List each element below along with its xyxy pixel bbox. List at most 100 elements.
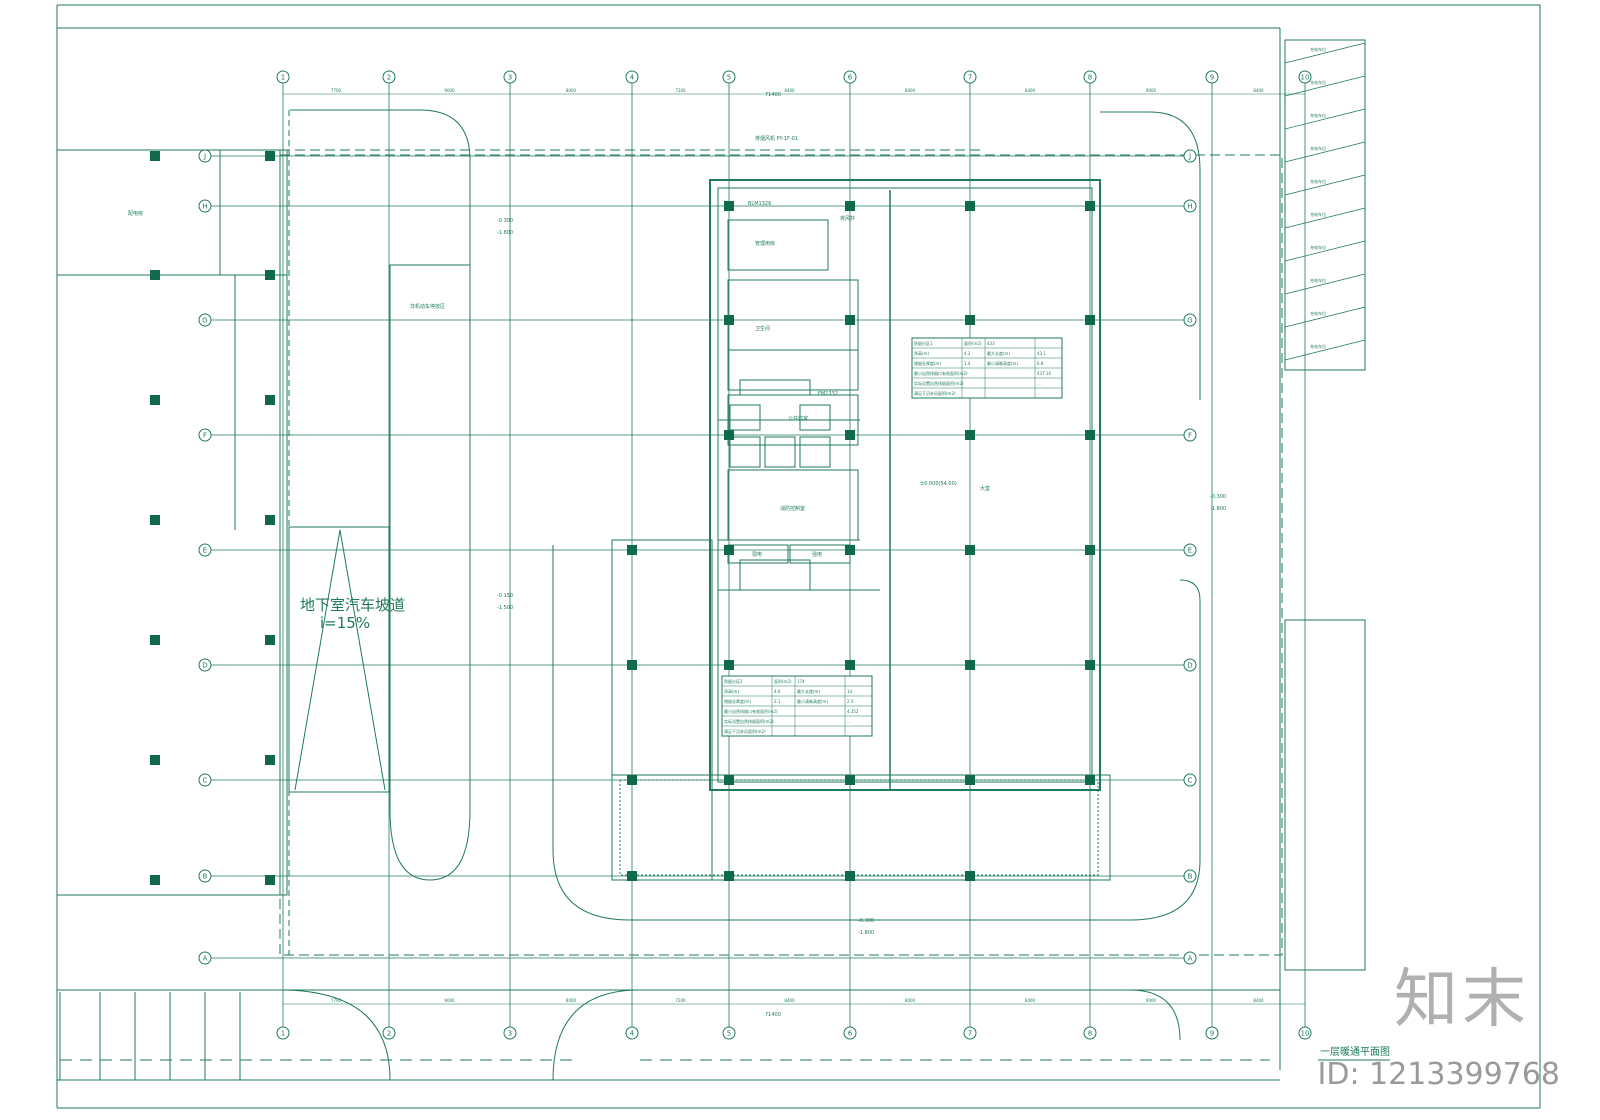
grid-bubble-bot-9 <box>1205 1026 1219 1040</box>
smoke-table-b-cell-2-3: 2.5 <box>847 699 854 704</box>
grid-label-bot-1: 1 <box>281 1030 285 1038</box>
smoke-table-b-cell-5-3: ... <box>847 729 851 734</box>
charging-slot-line-5 <box>1284 207 1366 229</box>
dim-text-bot-4: 8400 <box>784 998 795 1003</box>
structural-column-21 <box>845 315 855 325</box>
structural-column-13 <box>265 875 275 885</box>
dim-text-top-0: 7700 <box>331 88 342 93</box>
dim-text-bot-2: 8000 <box>566 998 577 1003</box>
room-bike: 非机动车停放区 <box>410 303 445 310</box>
dim-text-bot-0: 7700 <box>331 998 342 1003</box>
elevation-right-b: -1.800 <box>1210 506 1226 512</box>
elevation-mid-a: -0.150 <box>497 593 513 599</box>
structural-column-26 <box>965 201 975 211</box>
structural-column-5 <box>150 755 160 765</box>
room-substation: 配电房 <box>128 210 143 217</box>
dim-text-top-4: 8400 <box>784 88 795 93</box>
smoke-table-a-cell-0-1: 面积(m2) <box>964 340 982 346</box>
grid-label-left-J: J <box>203 153 206 161</box>
grid-bubble-top-1 <box>276 70 290 84</box>
room-shaft: 排风井 <box>840 215 855 222</box>
grid-bubble-top-2 <box>382 70 396 84</box>
grid-label-right-J: J <box>1188 153 1191 161</box>
structural-column-18 <box>724 660 734 670</box>
structural-column-41 <box>627 871 637 881</box>
grid-bubble-left-G <box>198 313 212 327</box>
structural-column-34 <box>1085 430 1095 440</box>
grid-label-left-C: C <box>203 777 208 785</box>
charging-slot-line-8 <box>1284 306 1366 328</box>
structural-column-28 <box>965 430 975 440</box>
grid-bubble-left-D <box>198 658 212 672</box>
charging-slot-label-1: 充电车位 <box>1310 79 1326 85</box>
smoke-table-b-cell-2-2: 最小清晰高度(m) <box>797 698 828 704</box>
structural-column-19 <box>724 775 734 785</box>
charging-slot-label-4: 充电车位 <box>1310 178 1326 184</box>
grid-label-top-6: 6 <box>848 74 853 82</box>
structural-column-20 <box>845 201 855 211</box>
grid-label-left-G: G <box>202 317 207 325</box>
charging-slot-line-1 <box>1284 75 1366 97</box>
bottom-total-dim: 71400 <box>765 1012 781 1018</box>
smoke-table-b-cell-0-1: 面积(m2) <box>774 678 792 684</box>
dim-text-bot-8: 8400 <box>1253 998 1264 1003</box>
grid-bubble-top-6 <box>843 70 857 84</box>
top-total-dim: 71400 <box>765 92 781 98</box>
structural-column-29 <box>965 545 975 555</box>
grid-bubble-bot-7 <box>963 1026 977 1040</box>
smoke-table-b-cell-1-3: 14 <box>847 689 853 694</box>
grid-bubble-right-F <box>1183 428 1197 442</box>
smoke-table-b-cell-5-0: 满足下沉补风面积(m2) <box>724 728 766 734</box>
charging-slot-line-3 <box>1284 141 1366 163</box>
charging-slot-label-9: 充电车位 <box>1310 343 1326 349</box>
smoke-table-a-cell-2-0: 储烟仓厚度(m) <box>914 360 941 366</box>
structural-column-9 <box>265 395 275 405</box>
equipment-label-blm: BLM1326 <box>748 201 771 207</box>
structural-column-4 <box>150 635 160 645</box>
structural-column-43 <box>845 871 855 881</box>
structural-column-40 <box>627 775 637 785</box>
dim-text-bot-6: 8400 <box>1025 998 1036 1003</box>
structural-column-22 <box>845 430 855 440</box>
grid-label-left-H: H <box>202 203 207 211</box>
structural-column-14 <box>724 201 734 211</box>
structural-column-44 <box>965 871 975 881</box>
grid-bubble-top-4 <box>625 70 639 84</box>
grid-bubble-bot-6 <box>843 1026 857 1040</box>
grid-label-bot-5: 5 <box>727 1030 731 1038</box>
structural-column-42 <box>724 871 734 881</box>
smoke-table-b-cell-0-0: 防烟分区2 <box>724 678 743 684</box>
grid-label-bot-8: 8 <box>1088 1030 1092 1038</box>
grid-bubble-left-F <box>198 428 212 442</box>
structural-column-16 <box>724 430 734 440</box>
structural-column-32 <box>1085 201 1095 211</box>
grid-label-top-8: 8 <box>1088 74 1092 82</box>
structural-column-11 <box>265 635 275 645</box>
smoke-table-b-cell-4-3: ... <box>847 719 851 724</box>
charging-slot-line-7 <box>1284 273 1366 295</box>
grid-label-right-A: A <box>1188 955 1193 963</box>
grid-bubble-right-J <box>1183 149 1197 163</box>
grid-label-top-2: 2 <box>387 74 391 82</box>
smoke-table-a-cell-2-3: 6.8 <box>1037 361 1044 366</box>
structural-column-0 <box>150 151 160 161</box>
grid-label-right-G: G <box>1187 317 1192 325</box>
grid-bubble-bot-4 <box>625 1026 639 1040</box>
grid-label-right-B: B <box>1188 873 1193 881</box>
grid-label-left-B: B <box>203 873 208 881</box>
smoke-table-b-cell-2-1: 2.1 <box>774 699 781 704</box>
smoke-table-a-cell-5-0: 满足下沉补风面积(m2) <box>914 390 956 396</box>
charging-slot-label-6: 充电车位 <box>1310 244 1326 250</box>
structural-column-25 <box>845 775 855 785</box>
charging-slot-line-0 <box>1284 42 1366 64</box>
smoke-table-a-cell-3-0: 最小自然排烟口有效面积(m2) <box>914 370 968 376</box>
smoke-table-b-cell-0-2: 174 <box>797 679 805 684</box>
structural-column-2 <box>150 395 160 405</box>
grid-bubble-top-3 <box>503 70 517 84</box>
watermark-logo: 知末 <box>1394 963 1530 1037</box>
dim-text-top-6: 8400 <box>1025 88 1036 93</box>
drawing-title: 一层暖通平面图 <box>1320 1045 1390 1058</box>
grid-bubble-top-7 <box>963 70 977 84</box>
